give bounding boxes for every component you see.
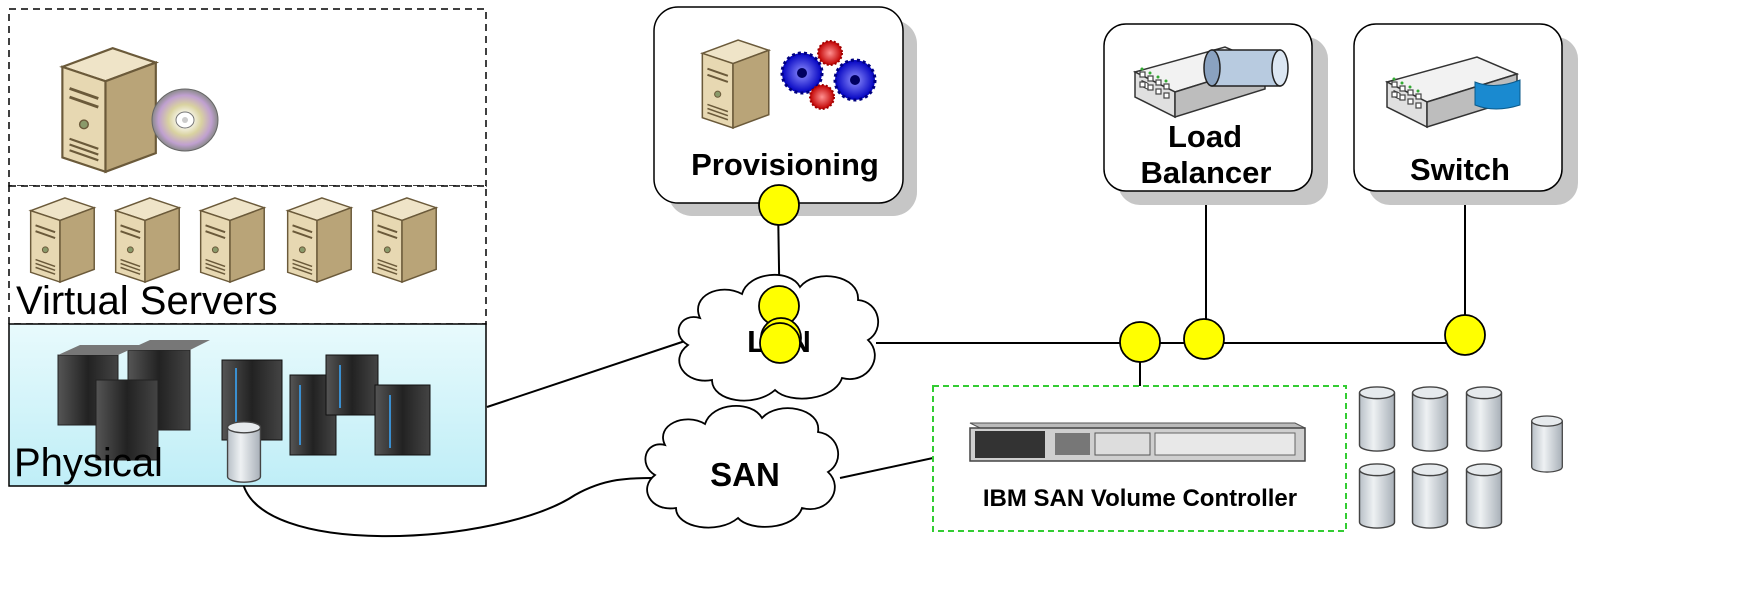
disk-cylinder-icon (1358, 463, 1396, 529)
connection-nodes (758, 184, 1486, 364)
disk-cylinder-icon (1411, 386, 1449, 452)
provisioning-port (758, 184, 800, 226)
lan-port-bottom (759, 322, 801, 364)
virtual-server-icon (286, 196, 353, 284)
svc-port (1119, 321, 1161, 363)
disk-cylinder-icon (1411, 463, 1449, 529)
load-balancer-node: Load Balancer (1103, 23, 1328, 205)
switch-banner-icon (1474, 79, 1521, 110)
virtual-server-icons (29, 196, 438, 284)
disk-cylinder-icon (1465, 463, 1503, 529)
rack-server-icons (57, 340, 210, 461)
physical-disk-icon (226, 421, 262, 483)
disk-cylinder-icon (1530, 415, 1564, 473)
disk-cylinder-icon (1358, 386, 1396, 452)
provisioning-node: Provisioning (653, 6, 917, 216)
switch-port (1444, 314, 1486, 356)
load-balancer-label-line2: Balancer (1141, 155, 1272, 190)
physical-lan-link (486, 340, 686, 408)
virtual-server-icon (114, 196, 181, 284)
virtual-server-icon (199, 196, 266, 284)
rack-appliance-icon (969, 422, 1306, 462)
switch-label: Switch (1410, 152, 1510, 187)
gear-icon (780, 40, 877, 110)
san-label: SAN (710, 456, 780, 493)
svc-box: IBM SAN Volume Controller (932, 385, 1347, 532)
load-balancer-port (1183, 318, 1225, 360)
disk-san-link (241, 477, 653, 538)
virtual-server-icon (29, 196, 96, 284)
virtual-servers-box: Virtual Servers (8, 185, 487, 325)
provisioning-label: Provisioning (691, 147, 879, 182)
san-cloud: SAN (644, 405, 839, 529)
virtual-server-icon (371, 196, 438, 284)
physical-label: Physical (14, 441, 163, 485)
switch-node: Switch (1353, 23, 1578, 205)
virtual-servers-label: Virtual Servers (16, 279, 278, 323)
load-balancer-label-line1: Load (1168, 119, 1242, 154)
disk-array (1358, 386, 1564, 529)
physical-box: Physical (8, 323, 487, 487)
cylinder-icon (1203, 49, 1289, 87)
provisioning-server-icon (701, 39, 770, 129)
disk-cylinder-icon (1465, 386, 1503, 452)
image-server-box (8, 8, 487, 187)
connection-lines (241, 190, 1466, 538)
svc-label: IBM SAN Volume Controller (983, 485, 1297, 512)
server-with-cd-icon (60, 46, 219, 174)
san-svc-link (839, 457, 934, 479)
